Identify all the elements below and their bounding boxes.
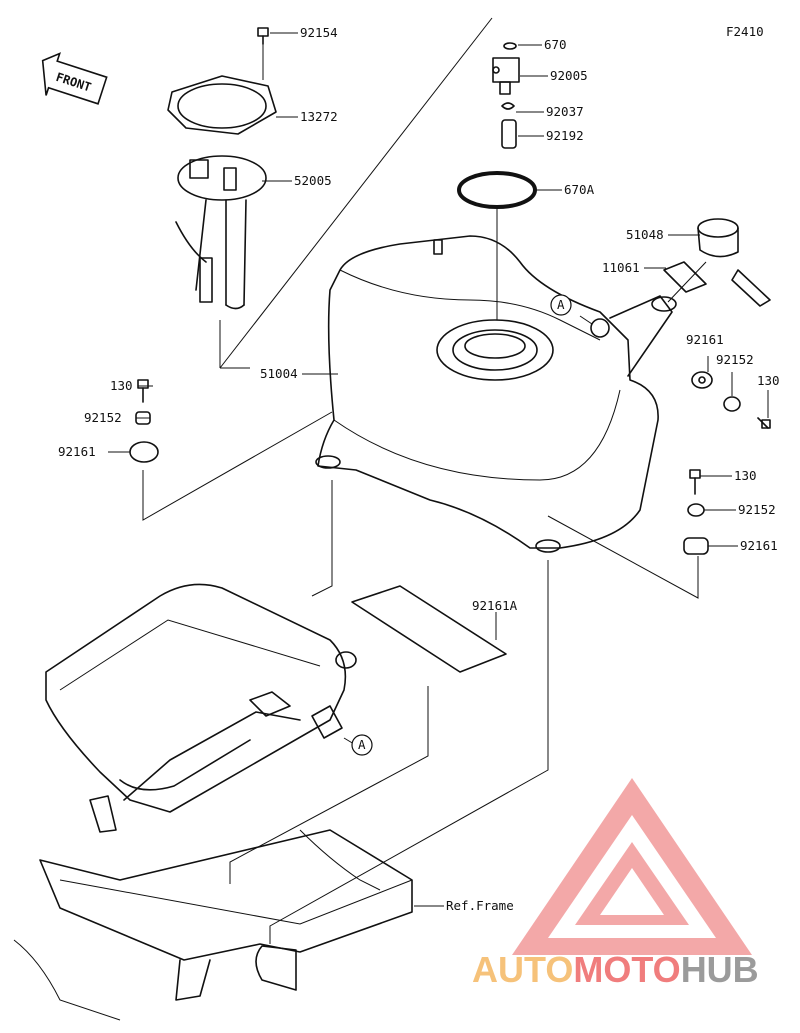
bolt-130-right-icon xyxy=(757,417,771,429)
label-92161-bottom: 92161 xyxy=(740,538,778,553)
grommet-92161-left-icon xyxy=(129,441,159,463)
watermark-auto: AUTO xyxy=(472,949,573,990)
watermark-moto: MOTO xyxy=(573,949,680,990)
label-92192: 92192 xyxy=(546,128,584,143)
label-130-bottom: 130 xyxy=(734,468,757,483)
label-130-right: 130 xyxy=(757,373,780,388)
bolt-130-left-icon xyxy=(137,379,149,403)
front-arrow-icon: FRONT xyxy=(41,52,108,105)
svg-text:A: A xyxy=(557,297,565,312)
fuel-sender-92005-icon xyxy=(492,57,520,95)
o-ring-670-icon xyxy=(503,42,517,50)
frame-icon xyxy=(13,583,413,1021)
label-92161-left: 92161 xyxy=(58,444,96,459)
label-52005: 52005 xyxy=(294,173,332,188)
watermark-logo-icon xyxy=(512,778,752,955)
fuel-pump-group xyxy=(167,27,277,368)
label-51004: 51004 xyxy=(260,366,298,381)
label-11061: 11061 xyxy=(602,260,640,275)
label-51048: 51048 xyxy=(626,227,664,242)
label-ref-frame: Ref.Frame xyxy=(446,898,514,913)
retainer-plate-13272-icon xyxy=(167,75,277,135)
bolt-130-bottom-icon xyxy=(689,469,701,495)
fuel-tank-51004-icon xyxy=(315,235,677,553)
callout-a-bottom: A xyxy=(351,734,373,756)
label-92152-right: 92152 xyxy=(716,352,754,367)
gasket-11061-icon xyxy=(663,261,707,293)
fuel-pump-52005-icon xyxy=(175,155,267,310)
label-13272: 13272 xyxy=(300,109,338,124)
hose-92192-icon xyxy=(501,119,517,149)
label-92154: 92154 xyxy=(300,25,338,40)
collar-92152-bottom-icon xyxy=(687,503,705,517)
label-92037: 92037 xyxy=(546,104,584,119)
guide-line xyxy=(219,17,493,369)
label-92161-right: 92161 xyxy=(686,332,724,347)
figure-code: F2410 xyxy=(726,24,764,39)
pad-92161A-icon xyxy=(351,585,507,673)
svg-text:A: A xyxy=(358,737,366,752)
label-670A: 670A xyxy=(564,182,595,197)
sender-group xyxy=(457,42,537,320)
watermark-brand: AUTOMOTOHUB xyxy=(472,949,759,990)
label-130-left: 130 xyxy=(110,378,133,393)
collar-92152-right-icon xyxy=(723,396,741,412)
clamp-92037-icon xyxy=(501,102,515,110)
label-92005: 92005 xyxy=(550,68,588,83)
label-92152-left: 92152 xyxy=(84,410,122,425)
label-670: 670 xyxy=(544,37,567,52)
callout-a-top: A xyxy=(550,294,572,316)
watermark-hub: HUB xyxy=(681,949,759,990)
label-92152-bottom: 92152 xyxy=(738,502,776,517)
grommet-92161-right-icon xyxy=(691,371,713,389)
bolt-92154-icon xyxy=(257,27,269,45)
grommet-92161-bottom-icon xyxy=(683,537,709,555)
label-92161A: 92161A xyxy=(472,598,518,613)
fuel-cap-51048-icon xyxy=(697,218,771,307)
gasket-670A-icon xyxy=(457,171,537,209)
